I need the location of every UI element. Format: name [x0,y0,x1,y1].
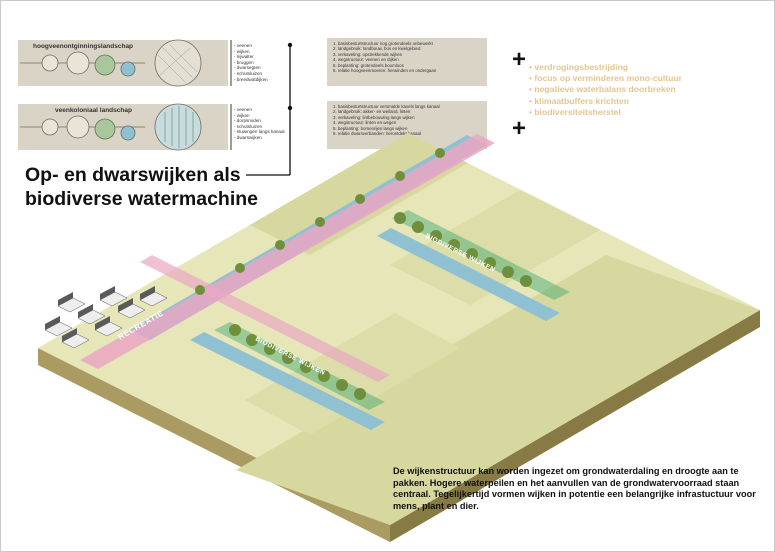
headline-line-2: biodiverse watermachine [25,188,259,210]
numbered-item: 6. relatie hoogveenmoeren: herwinden en … [333,68,437,74]
numbered-item: 1. basisbesturtstructuur nog grotendeels… [333,41,433,46]
numbered-item: 4. wegstructuur: veenen en dijken [333,57,399,63]
strip-list-item: - wijken [234,112,250,118]
strip-list-item: - stuwingen langs kanaal [234,129,285,135]
tree-row-long [195,148,445,295]
numbered-item: 4. wegstructuur: linten en wegen [333,120,397,126]
strip-list-item: - bruggen [234,59,254,65]
strip-circle-2d [120,125,136,141]
village-roofs [45,286,155,342]
strip-list-item: - veenen [234,107,252,112]
field-near [245,313,460,435]
strip-list-hoogveen: - veenen - wijken - nijwalter - bruggen … [234,43,268,82]
strip-circle-1a [41,54,59,72]
village [44,291,168,349]
strip-circle-2e [154,103,202,151]
numbered-item: 5. beplanting: grotendeels boomloos [333,62,404,68]
strip-circle-2b [66,115,90,139]
strip-list-item: - wijken [234,48,250,54]
field-dark-front [236,255,760,525]
description-text: De wijkenstructuur kan worden ingezet om… [393,466,756,511]
numbered-item: 5. beplanting: bomenrijen langs wijken [333,125,408,131]
connector-dot-mid [287,105,293,111]
numbered-item: 1. basisbesturtstructuur versmalde kavel… [333,104,440,109]
goal-item: negatieve waterbalans doorbreken [529,84,682,95]
plus-icon: + [512,46,527,73]
goal-item: focus op verminderen mono-cultuur [529,73,682,84]
strip-list-item: - schutsluizen [234,70,263,76]
strip-circle-2c [94,118,116,140]
strip-list-item: - dorpsmiden [234,118,261,124]
goal-item: klimaatbuffers krichten [529,96,682,107]
field-mid [390,190,600,305]
strip-grid-2 [164,106,194,148]
strip-circle-1c [94,54,116,76]
strip-list-item: - schutsluizen [234,123,263,129]
strip-list-veenkoloniaal: - veenen - wijken - dorpsmiden - schutsl… [234,107,285,141]
plus-icon: + [512,115,527,142]
strip-list-item: - dwarsegten [234,65,261,71]
connector-dot-top [287,42,293,48]
tree-row-back [394,212,532,287]
goals-list: verdrogingsbestrijding focus op verminde… [529,62,682,118]
headline: Op- en dwarswijken als biodiverse waterm… [25,163,258,211]
strip-title-hoogveen: hoogveenontginningslandschap [33,43,134,50]
strip-circle-1b [66,51,90,75]
strip-circle-2a [41,118,59,136]
strip-circle-1d [120,61,136,77]
tree-row-front [229,324,366,400]
numbered-box-hoogveen: 1. basisbesturtstructuur nog grotendeels… [327,38,487,86]
strip-list-item: - dwarswijken [234,134,262,140]
field-dark-back [250,133,468,255]
goal-item: biodiversiteitsherstel [529,107,682,118]
strip-list-item: - breedwatdijken [234,76,268,82]
strip-list-item: - veenen [234,43,252,48]
goal-item: verdrogingsbestrijding [529,62,682,73]
recreation-path [80,134,495,369]
numbered-item: 3. verkaveling: lintbebouwing langs wijk… [333,114,415,120]
numbered-item: 3. verkaveling: opstrekkende wijken [333,51,403,57]
numbered-item: 2. landgebruik: landbouw, bos en kwelgeb… [333,46,421,52]
canal-cross-front [190,332,385,430]
headline-line-1: Op- en dwarswijken als [25,164,241,186]
strip-title-veenkoloniaal: veenkoloniaal landschap [55,107,132,114]
strip-grid-1 [157,44,198,84]
numbered-item: 6. relatie dwarsverbanden: herontdekt ka… [333,131,421,137]
strip-list-item: - nijwalter [234,54,254,60]
earth-side-right [390,310,760,542]
canal-cross-back [377,228,560,321]
numbered-item: 2. landgebruik: akker- en weiland, linte… [333,109,411,115]
